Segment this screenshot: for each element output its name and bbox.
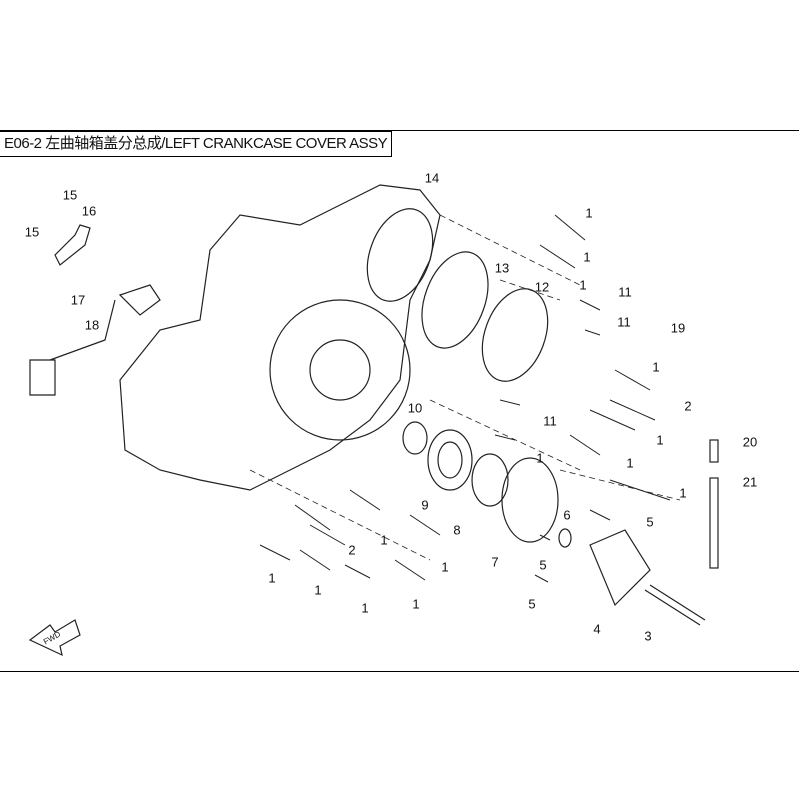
callout: 12 <box>534 279 550 295</box>
callout: 1 <box>585 205 593 221</box>
callout: 11 <box>617 314 631 330</box>
callout: 9 <box>421 497 429 513</box>
callout: 5 <box>646 514 654 530</box>
callout: 6 <box>563 507 571 523</box>
callout: 1 <box>679 485 687 501</box>
leader-lines <box>249 214 681 561</box>
oring-6 <box>558 528 572 548</box>
callout: 13 <box>494 260 510 276</box>
callout: 1 <box>656 432 664 448</box>
callout: 5 <box>528 596 536 612</box>
callout: 1 <box>441 559 449 575</box>
callout: 5 <box>539 557 547 573</box>
callout: 1 <box>626 455 634 471</box>
callout: 10 <box>407 400 423 416</box>
callout: 21 <box>742 474 758 490</box>
callout: 1 <box>412 596 420 612</box>
plate-7 <box>501 457 559 543</box>
callout: 1 <box>361 600 369 616</box>
callout: 11 <box>543 413 557 429</box>
diagram-frame <box>0 130 799 672</box>
bearing-9 <box>427 429 473 491</box>
callout: 16 <box>81 203 97 219</box>
callout: 1 <box>536 450 544 466</box>
callout: 8 <box>453 522 461 538</box>
callout: 11 <box>618 284 632 300</box>
callout: 7 <box>491 554 499 570</box>
callout: 3 <box>644 628 652 644</box>
housing-4 <box>589 529 651 607</box>
cover-12 <box>481 288 549 382</box>
callout: 18 <box>84 317 100 333</box>
bolt-3 <box>644 584 706 626</box>
pin-20 <box>709 439 719 463</box>
cover-14 <box>366 208 434 302</box>
bearing-8 <box>471 453 509 507</box>
callout: 1 <box>579 277 587 293</box>
cover-round-boss <box>269 299 411 441</box>
callout: 1 <box>380 532 388 548</box>
callout: 1 <box>314 582 322 598</box>
callout: 15 <box>62 187 78 203</box>
callout: 2 <box>684 398 692 414</box>
callout: 17 <box>70 292 86 308</box>
rod-21 <box>709 477 719 569</box>
callout: 1 <box>652 359 660 375</box>
callout: 4 <box>593 621 601 637</box>
callout: 14 <box>424 170 440 186</box>
diagram-title: E06-2 左曲轴箱盖分总成/LEFT CRANKCASE COVER ASSY <box>0 131 393 157</box>
callout: 1 <box>268 570 276 586</box>
callout: 1 <box>583 249 591 265</box>
callout: 15 <box>24 224 40 240</box>
bracket-16 <box>54 224 91 266</box>
bolts <box>259 214 671 583</box>
callout: 20 <box>742 434 758 450</box>
seal-10 <box>402 421 428 455</box>
callout: 19 <box>670 320 686 336</box>
sensor-18 <box>29 284 161 396</box>
crankcase-cover <box>119 184 441 491</box>
callout: 2 <box>348 542 356 558</box>
fwd-arrow <box>28 619 81 657</box>
gasket-13 <box>421 251 489 349</box>
